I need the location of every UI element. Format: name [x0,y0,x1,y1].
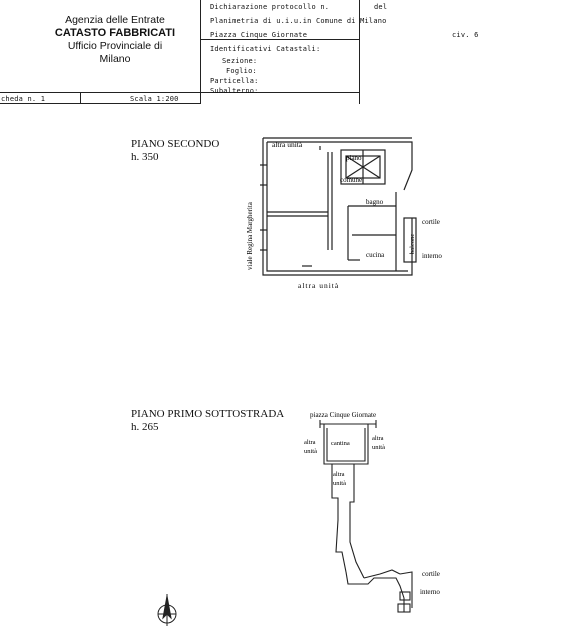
office-label: Ufficio Provinciale di [67,40,163,52]
upper-balcone-label: balcone [409,234,416,254]
agency-name: Agenzia delle Entrate [65,14,165,26]
protocol-del: del [374,3,388,11]
upper-street-label: viale Regina Margherita [246,201,254,270]
lower-unita-right: unità [372,444,385,451]
particella-label: Particella: [210,77,259,85]
upper-floor-height: h. 350 [131,151,159,163]
lower-unita-center: unità [333,480,346,487]
lower-unita-left: unità [304,448,317,455]
lower-floor-plan: piazza Cinque Giornate altra unità canti… [304,411,440,613]
lower-square-label: piazza Cinque Giornate [310,411,376,419]
upper-cortile-label: cortile [422,218,440,226]
upper-piano-label: piano [346,154,362,162]
upper-altra-unita-bottom: altra unità [298,281,339,290]
lower-cortile-label: cortile [422,570,440,578]
lower-interno-label: interno [420,588,440,596]
upper-altra-unita-top: altra unità [272,140,303,149]
upper-bagno-label: bagno [366,198,384,206]
lower-floor-height: h. 265 [131,421,159,433]
foglio-label: Foglio: [226,67,257,75]
plan-line: Planimetria di u.i.u.in Comune di Milano [210,17,387,25]
upper-floor-title: PIANO SECONDO [131,138,220,150]
scale-label: Scala 1:200 [130,95,179,103]
sezione-label: Sezione: [222,57,258,65]
civic-number: civ. 6 [452,31,479,39]
north-arrow-icon [157,594,177,626]
lower-cantina-label: cantina [331,440,350,447]
address: Piazza Cinque Giornate [210,31,308,39]
protocol-label: Dichiarazione protocollo n. [210,3,330,11]
sheet-number: cheda n. 1 [1,95,46,103]
upper-comune-label: comune [340,176,362,184]
subalterno-label: Subalterno: [210,87,259,95]
lower-altra-center: altra [333,471,345,478]
header-box [0,0,360,104]
lower-floor-title: PIANO PRIMO SOTTOSTRADA [131,408,285,420]
upper-cucina-label: cucina [366,251,385,259]
agency-block: Agenzia delle Entrate CATASTO FABBRICATI… [40,14,190,65]
lower-altra-left: altra [304,439,316,446]
office-city: Milano [99,53,131,65]
catasto-title: CATASTO FABBRICATI [54,27,176,39]
lower-altra-right: altra [372,435,384,442]
upper-interno-label: interno [422,252,442,260]
upper-floor-plan: altra unità piano comune bagno cucina ba… [246,137,442,290]
cadastral-title: Identificativi Catastali: [210,45,321,53]
